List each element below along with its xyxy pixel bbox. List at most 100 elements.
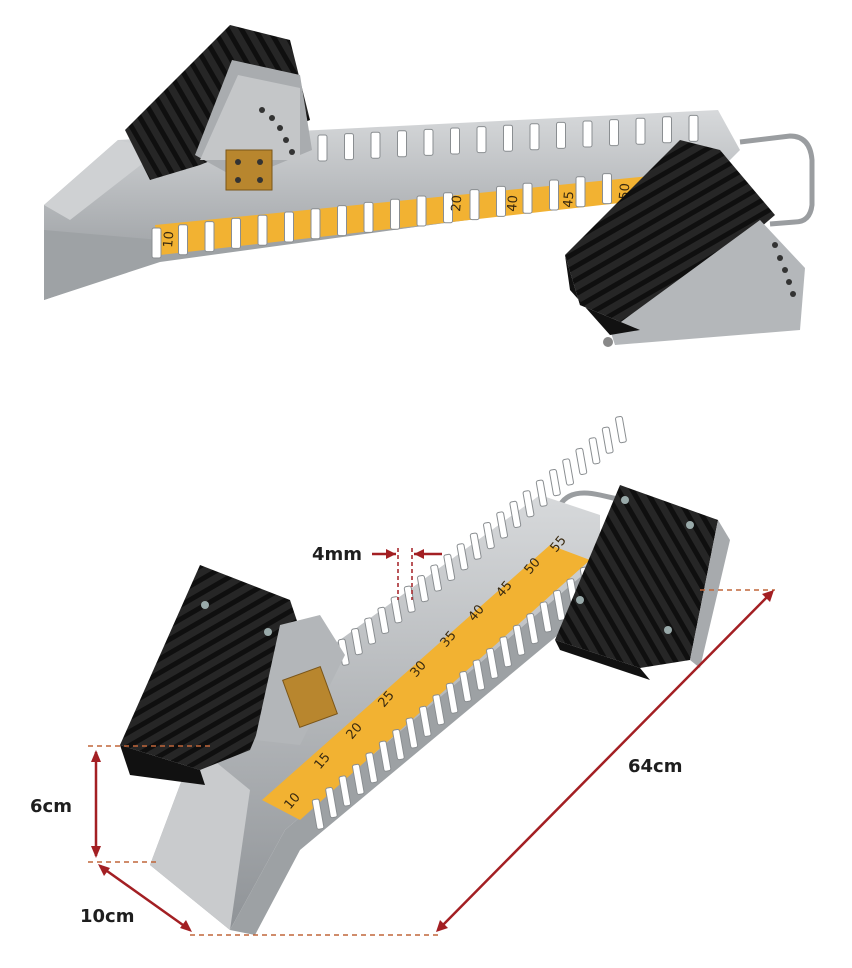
- rail-slot: [526, 613, 539, 645]
- rail-slot: [337, 205, 347, 237]
- rail-slot: [390, 596, 403, 624]
- dimension-annotations: [88, 548, 775, 936]
- rail-slot: [562, 458, 574, 486]
- rail-slot: [522, 490, 535, 518]
- rail-slot: [456, 543, 469, 571]
- rail-slot: [459, 671, 472, 703]
- rail-slot: [535, 479, 548, 507]
- top-scale-strip: [155, 175, 664, 255]
- rail-slot: [352, 763, 365, 795]
- bracket-icon: [225, 149, 273, 191]
- rail-slot: [378, 740, 392, 772]
- top-slots: [151, 114, 699, 259]
- rail-slot: [503, 124, 513, 152]
- rail-slot: [403, 585, 416, 613]
- rail-slot: [553, 589, 566, 621]
- rail-slot: [499, 636, 512, 668]
- width-dimension: [98, 864, 440, 936]
- rail-slot: [469, 532, 482, 560]
- rail-slot: [539, 601, 553, 633]
- rail-slot: [423, 128, 434, 156]
- rail-slot: [472, 659, 486, 691]
- rail-slot: [204, 221, 215, 253]
- rail-slot: [509, 500, 522, 528]
- rail-slot: [392, 729, 405, 761]
- rail-slot: [486, 647, 499, 679]
- rail-slot: [601, 426, 614, 454]
- bottom-rear-pedal: [120, 565, 345, 785]
- top-scale-number: 40: [505, 195, 521, 213]
- height-label: 6cm: [30, 796, 72, 817]
- rail-slot: [397, 130, 407, 158]
- bottom-front-pedal: [555, 485, 730, 680]
- top-starting-block: 10 20 40 45 50: [44, 25, 815, 347]
- rail-slot: [469, 189, 480, 221]
- rail-slot: [432, 694, 445, 726]
- rail-slot: [522, 182, 533, 214]
- rail-slot: [512, 624, 526, 656]
- rail-slot: [344, 133, 354, 161]
- rail-slot: [178, 224, 188, 256]
- rail-slot: [549, 469, 561, 497]
- bottom-starting-block: 10 15 20 25 30 35 40 45 50 55: [120, 416, 730, 935]
- rail-slot: [338, 775, 352, 807]
- handle-icon: [739, 133, 815, 227]
- rail-slot: [443, 553, 456, 581]
- rail-slot: [556, 121, 566, 149]
- bracket-icon: [282, 666, 338, 728]
- rail-slot: [416, 195, 427, 227]
- rail-slot: [310, 208, 321, 240]
- rail-slot: [476, 126, 487, 154]
- rail-slot: [284, 211, 294, 243]
- rail-slot: [443, 192, 453, 224]
- rail-slot: [582, 120, 593, 148]
- rail-slot: [417, 575, 429, 603]
- rail-slot: [430, 564, 442, 592]
- rail-slot: [370, 131, 381, 159]
- width-label: 10cm: [80, 906, 134, 927]
- rail-slot: [529, 123, 540, 151]
- top-scale-numbers: 10 20 40 45 50: [161, 183, 633, 249]
- rail-slot: [483, 522, 495, 550]
- rail-slot: [257, 214, 268, 246]
- top-scale-number: 45: [561, 191, 577, 209]
- rail-slot: [635, 117, 646, 145]
- rail-slot: [365, 752, 378, 784]
- rail-slot: [231, 217, 241, 249]
- rail-slot: [151, 227, 162, 259]
- rail-slot: [445, 682, 459, 714]
- rail-slot: [602, 173, 612, 205]
- top-scale-number: 20: [449, 195, 465, 213]
- slot-width-dimension: [372, 548, 442, 600]
- length-dimension: [436, 589, 775, 932]
- rail-slot: [363, 201, 374, 233]
- rail-slot: [496, 185, 506, 217]
- rail-slot: [662, 116, 672, 144]
- rail-slot: [377, 606, 390, 634]
- top-scale-number: 10: [161, 231, 177, 249]
- slot-width-label: 4mm: [312, 544, 362, 565]
- rail-slot: [390, 198, 400, 230]
- rail-slot: [575, 176, 586, 208]
- rail-slot: [311, 798, 325, 830]
- rail-slot: [549, 179, 559, 211]
- rail-slot: [364, 617, 376, 645]
- rail-slot: [496, 511, 508, 539]
- rail-slot: [688, 114, 699, 142]
- top-front-pedal: [565, 140, 805, 347]
- rail-slot: [609, 119, 619, 147]
- top-rear-pedal: [125, 25, 312, 191]
- rail-slot: [615, 416, 627, 444]
- rail-slot: [575, 447, 588, 475]
- rail-slot: [317, 134, 328, 162]
- length-label: 64cm: [628, 756, 682, 777]
- rail-slot: [588, 437, 601, 465]
- rail-slot: [351, 628, 363, 656]
- height-dimension: [88, 745, 210, 863]
- handle-icon: [557, 490, 623, 507]
- rail-slot: [419, 705, 432, 737]
- bottom-scale-strip: [262, 545, 590, 820]
- rail-slot: [450, 127, 460, 155]
